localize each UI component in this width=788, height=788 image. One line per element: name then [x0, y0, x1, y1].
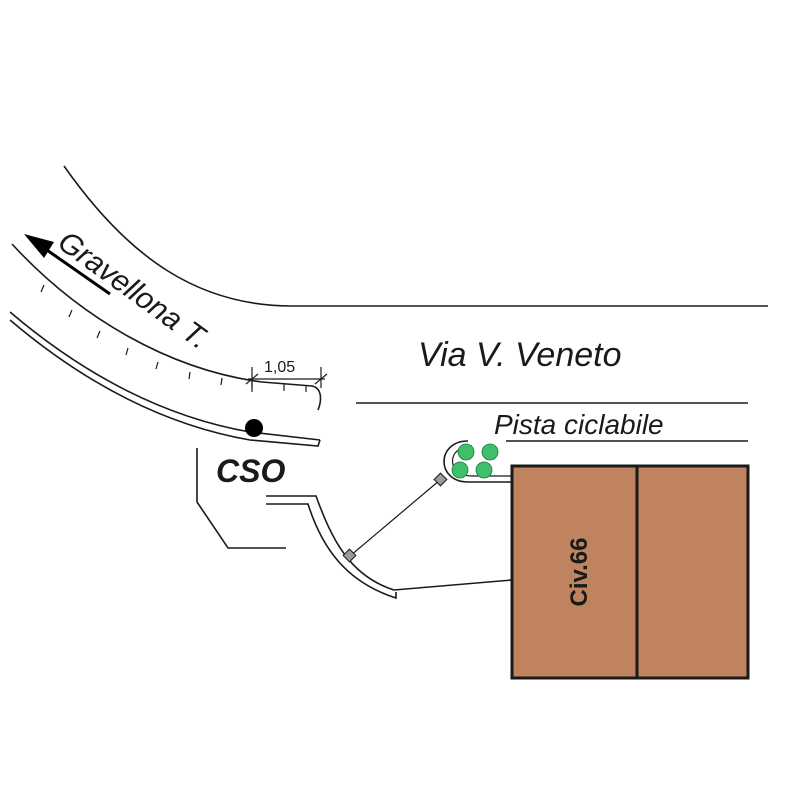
- street-label: Via V. Veneto: [418, 336, 622, 374]
- platform-inner-line: [9, 319, 321, 447]
- building-label: Civ.66: [566, 538, 593, 607]
- building-block: [510, 464, 750, 680]
- node-diamond-upper: [433, 472, 448, 487]
- shrub-icon: [451, 443, 499, 479]
- dimension-annotation: 1,05: [245, 359, 328, 392]
- dimension-label: 1,05: [264, 359, 295, 376]
- diagonal-connector: [349, 479, 441, 557]
- curb-line: [11, 243, 322, 411]
- arrow-left-icon: [24, 234, 111, 296]
- sidewalk-edge-outer: [266, 495, 513, 591]
- road-outer-edge: [63, 165, 768, 307]
- node-diamond-lower: [342, 548, 357, 563]
- bus-stop-dot-icon: [245, 419, 263, 437]
- shelter-outline: [196, 448, 286, 549]
- platform-outer-line: [9, 311, 321, 441]
- sidewalk-edge-inner: [266, 503, 397, 600]
- planter-outline: [443, 440, 512, 483]
- stop-code-label: CSO: [216, 453, 285, 489]
- bike-lane-label: Pista ciclabile: [494, 409, 664, 440]
